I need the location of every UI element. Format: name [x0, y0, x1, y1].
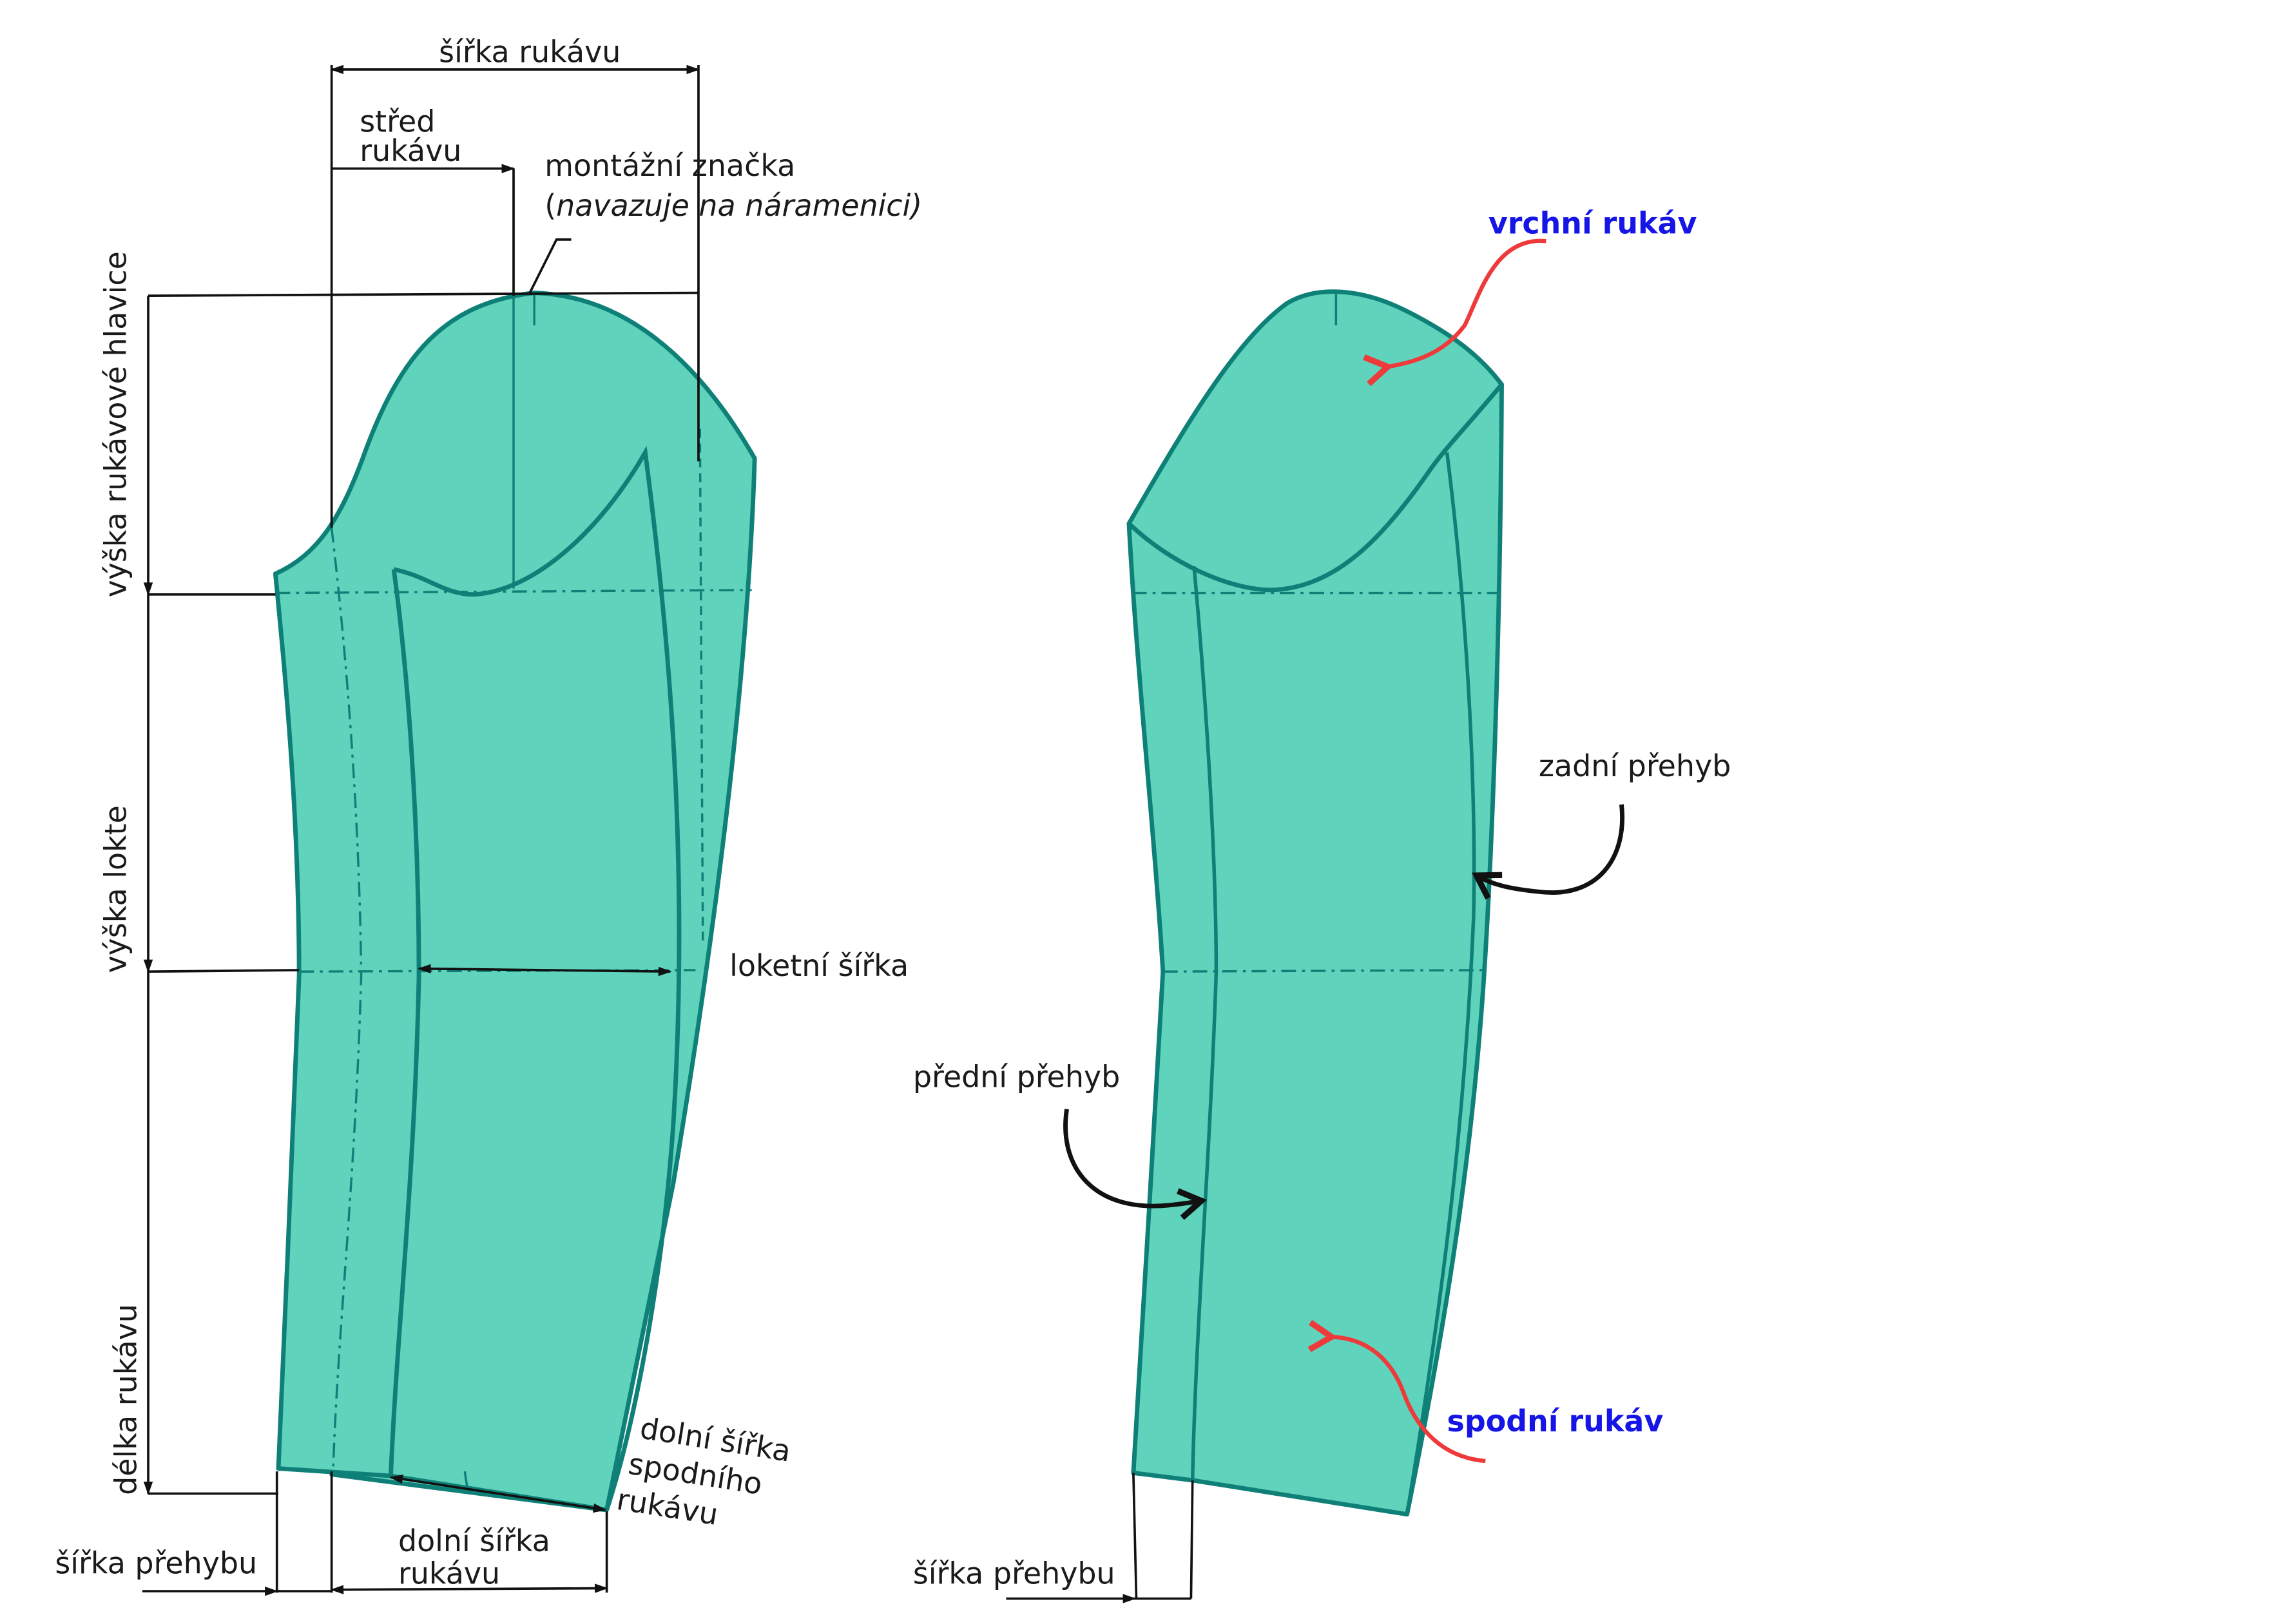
sleeve-center-label-line1: střed	[360, 104, 435, 139]
lower-width-label-line1: dolní šířka	[398, 1524, 550, 1558]
sleeve-width-label: šířka rukávu	[439, 34, 621, 69]
sleeve-length-label: délka rukávu	[109, 1304, 144, 1495]
upper-sleeve-arrow	[1388, 238, 1546, 367]
fold-width-label-left: šířka přehybu	[55, 1546, 257, 1581]
back-fold-line	[698, 428, 704, 947]
notch-label-line1: montážní značka	[544, 148, 795, 183]
dimension-lines	[142, 64, 700, 1596]
under-sleeve-arrow	[1331, 1337, 1486, 1464]
front-seam-line	[389, 569, 421, 1476]
front-fold-seam-right	[1190, 566, 1219, 1480]
upper-sleeve-piece	[273, 291, 757, 1513]
fold-width-dims-right	[1006, 1473, 1194, 1603]
lower-width-label-line2: rukávu	[398, 1556, 500, 1591]
elbow-height-label: výška lokte	[99, 805, 133, 973]
front-fold-label: přední přehyb	[913, 1059, 1120, 1094]
inner-seam-line	[393, 445, 682, 1511]
under-sleeve-label: spodní rukáv	[1447, 1404, 1664, 1438]
lower-under-width-label: dolní šířka spodního rukávu	[615, 1411, 794, 1533]
back-fold-arrow	[1476, 804, 1624, 893]
back-fold-seam-right	[1405, 452, 1476, 1515]
elbow-line-right	[1162, 969, 1488, 973]
fold-width-label-right: šířka přehybu	[913, 1556, 1115, 1591]
cap-height-label: výška rukávové hlavice	[99, 251, 133, 597]
sleeve-center-label-line2: rukávu	[360, 133, 461, 168]
cap-height-line	[275, 589, 752, 595]
left-sleeve-pattern: šířka rukávu střed rukávu montážní značk…	[55, 34, 922, 1596]
front-fold-line	[330, 528, 363, 1472]
right-sleeve-pattern: vrchní rukáv zadní přehyb přední přehyb …	[913, 206, 1731, 1603]
front-fold-arrow	[1063, 1109, 1202, 1206]
upper-sleeve-cap-right	[1126, 289, 1504, 593]
elbow-width-label: loketní šířka	[729, 948, 909, 983]
notch-label-line2: (navazuje na náramenici)	[544, 188, 922, 223]
back-fold-label: zadní přehyb	[1539, 749, 1731, 783]
upper-sleeve-label: vrchní rukáv	[1488, 206, 1697, 241]
